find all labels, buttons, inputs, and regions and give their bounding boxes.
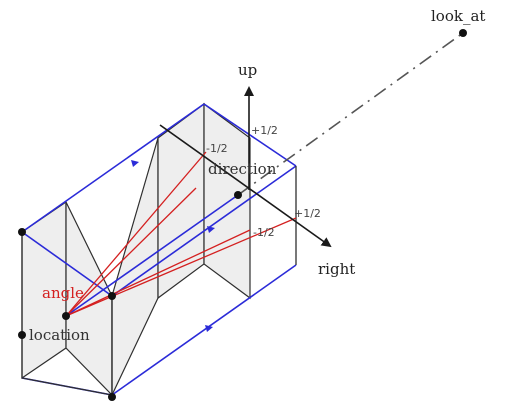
blue-mark-3 xyxy=(205,325,213,332)
blue-top-left xyxy=(21,103,205,233)
box-edges xyxy=(21,166,297,396)
ray-right xyxy=(65,217,297,317)
right-label: right xyxy=(318,260,355,278)
look-at-line xyxy=(237,32,464,196)
blue-mark-1 xyxy=(131,160,139,167)
right-half-neg-label: -1/2 xyxy=(253,226,275,239)
points xyxy=(18,29,467,401)
blue-bottom-right xyxy=(111,264,297,396)
look-at-point xyxy=(459,29,467,37)
location-label: location xyxy=(29,326,90,344)
corner-point-top-right xyxy=(108,292,116,300)
direction-label: direction xyxy=(208,160,277,178)
corner-point-top-left xyxy=(18,228,26,236)
blue-top-right xyxy=(111,165,297,297)
blue-mark-2 xyxy=(207,226,215,233)
corner-point-bottom-left xyxy=(18,331,26,339)
up-half-neg-label: -1/2 xyxy=(206,142,228,155)
location-point xyxy=(62,312,70,320)
blue-arrow-marks xyxy=(131,160,215,332)
bottom-left-edge xyxy=(21,377,113,396)
ray-mid-up xyxy=(65,187,197,317)
blue-back-top xyxy=(203,103,297,167)
right-half-pos-label: +1/2 xyxy=(294,207,321,220)
corner-point-bottom xyxy=(108,393,116,401)
right-axis xyxy=(159,124,332,248)
red-rays xyxy=(65,151,297,317)
up-half-pos-label: +1/2 xyxy=(251,124,278,137)
panel-5 xyxy=(203,102,251,300)
blue-inner-axis xyxy=(65,194,239,317)
direction-point xyxy=(234,191,242,199)
ray-up xyxy=(65,151,207,317)
ray-mid-right xyxy=(65,229,251,317)
up-label: up xyxy=(238,61,257,79)
angle-label: angle xyxy=(42,284,84,302)
look-at-label: look_at xyxy=(431,7,485,25)
